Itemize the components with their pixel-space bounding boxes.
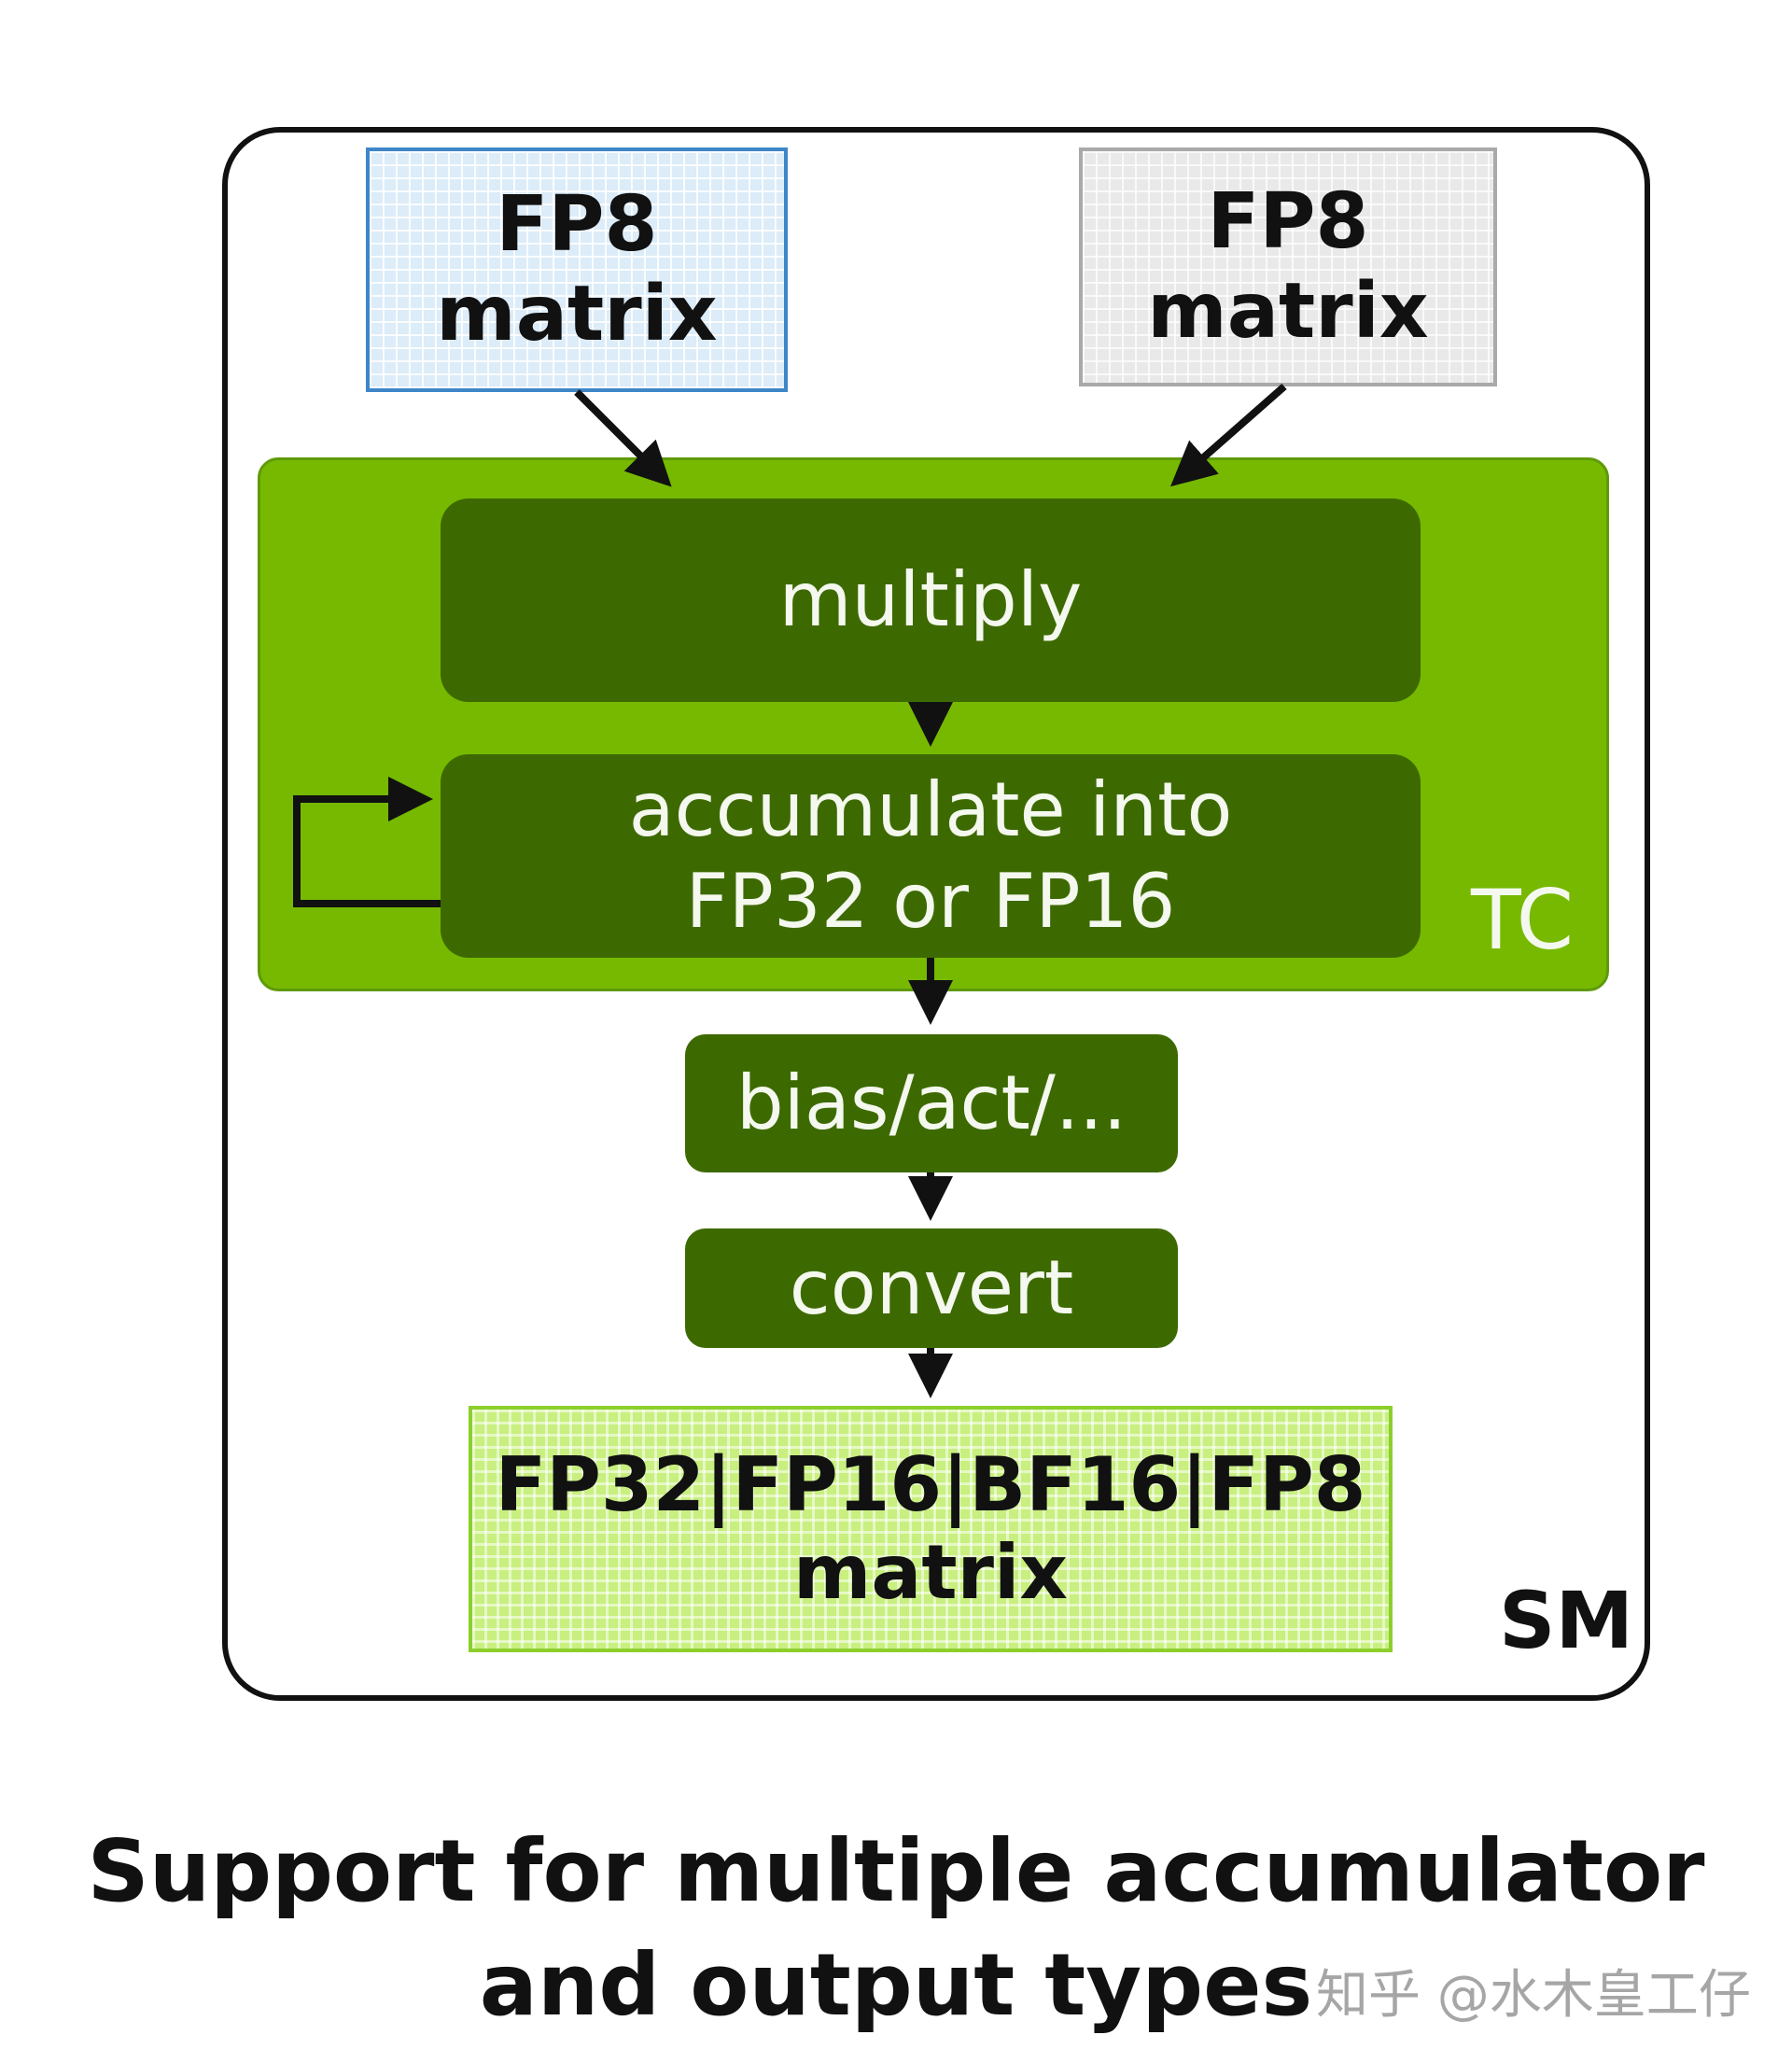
arrow-input-a-to-multiply [574, 389, 672, 487]
caption-line2: and output types [479, 1935, 1313, 2035]
multiply-label: multiply [778, 556, 1083, 643]
arrow-input-b-to-multiply [1169, 383, 1287, 487]
multiply-stage: multiply [441, 498, 1421, 702]
caption-line1: Support for multiple accumulator [87, 1821, 1705, 1921]
accumulate-label-line1: accumulate into [628, 766, 1233, 853]
output-types: FP32|FP16|BF16|FP8 [495, 1441, 1366, 1528]
bias-label: bias/act/... [735, 1060, 1127, 1146]
watermark: 知乎 @水木皇工仔 [1316, 1965, 1751, 2026]
bias-activation-stage: bias/act/... [685, 1034, 1178, 1172]
tc-label: TC [1471, 872, 1575, 968]
input-b-type: FP8 [1207, 177, 1369, 266]
output-matrix: FP32|FP16|BF16|FP8 matrix [469, 1406, 1393, 1652]
arrow-accumulate-loop [293, 777, 441, 907]
fp8-input-matrix-b: FP8 matrix [1079, 147, 1497, 386]
figure-caption: Support for multiple accumulator and out… [0, 1815, 1792, 2042]
input-a-type: FP8 [496, 180, 658, 269]
fp8-input-matrix-a: FP8 matrix [366, 147, 788, 392]
accumulate-stage: accumulate into FP32 or FP16 [441, 754, 1421, 958]
accumulate-label-line2: FP32 or FP16 [685, 858, 1176, 945]
input-b-label: matrix [1147, 267, 1429, 356]
input-a-label: matrix [436, 270, 718, 358]
convert-label: convert [789, 1244, 1074, 1331]
convert-stage: convert [685, 1228, 1178, 1348]
output-label: matrix [792, 1529, 1069, 1616]
sm-label: SM [1499, 1575, 1634, 1666]
